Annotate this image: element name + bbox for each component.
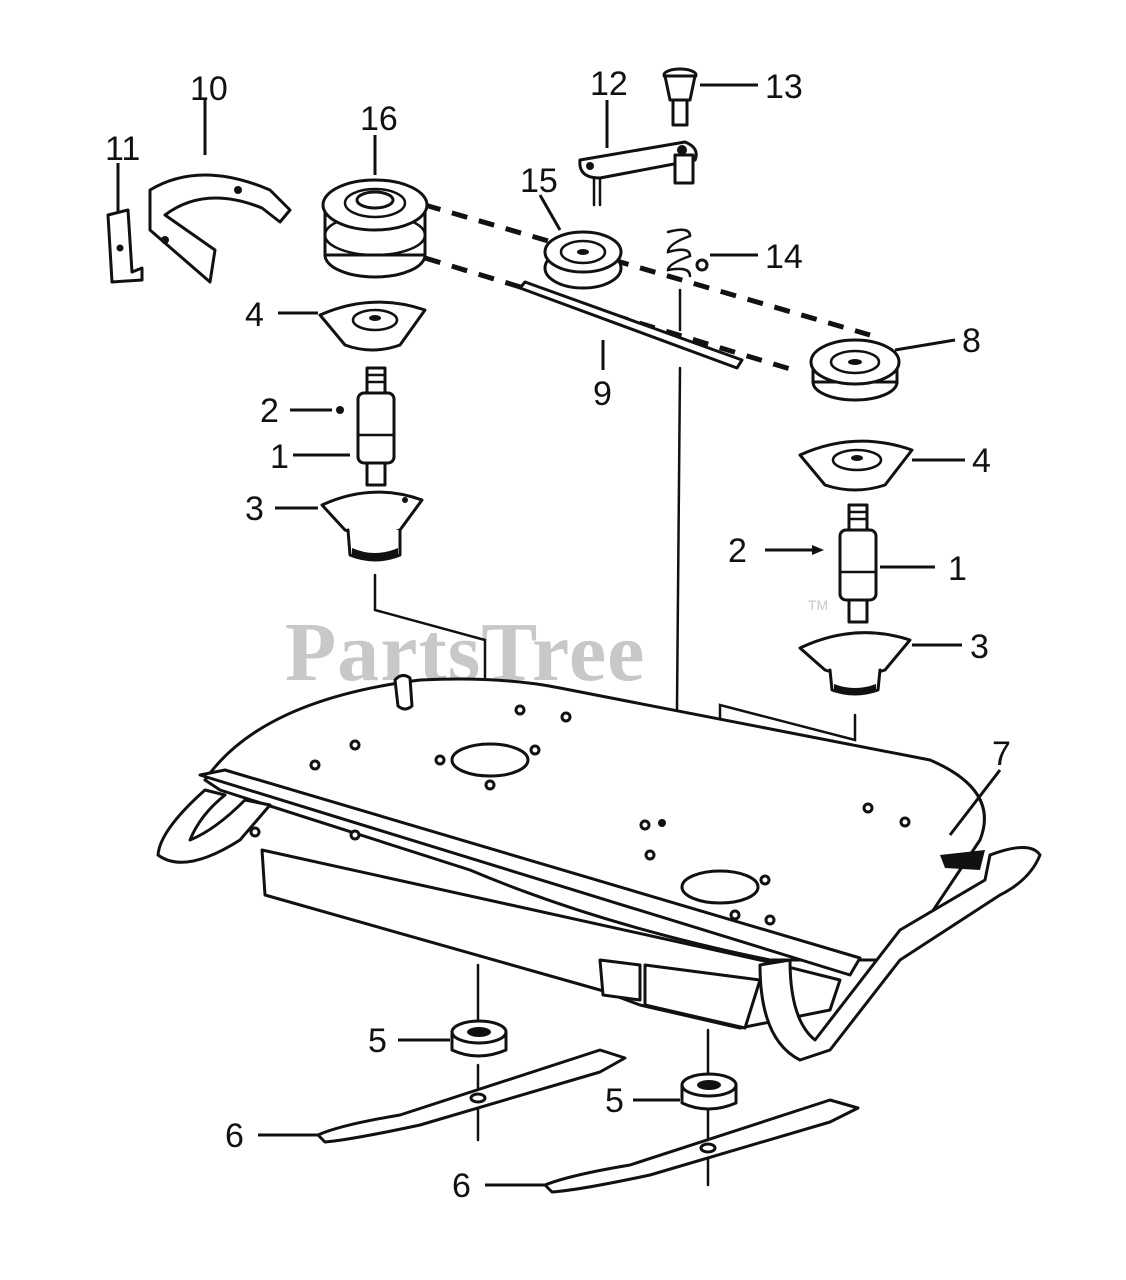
callout-labels: 10 11 16 12 13 15 14 9 8 4 4 2 2 1 1 3 3…: [105, 65, 1011, 1205]
part-15-idler-pulley: [543, 230, 623, 290]
callout-6-left: 6: [225, 1117, 244, 1155]
part-12-idler-arm: [578, 140, 698, 207]
part-5-blade-adapter-left: [450, 1019, 508, 1058]
callout-2-left: 2: [260, 392, 279, 430]
part-6-blade-left: [316, 1048, 627, 1144]
callout-11: 11: [105, 130, 140, 168]
drive-belt-path: [424, 202, 871, 375]
callout-7: 7: [992, 735, 1011, 773]
part-13-bolt: [662, 67, 698, 127]
callout-1-left: 1: [270, 438, 289, 476]
part-4-bearing-housing-right: [798, 439, 914, 492]
callout-8: 8: [962, 322, 981, 360]
part-4-bearing-housing-left: [318, 300, 427, 352]
callout-2-right: 2: [728, 532, 747, 570]
callout-1-right: 1: [948, 550, 967, 588]
part-11-clip: [106, 208, 144, 284]
part-3-bearing-housing-left: [320, 490, 424, 562]
callout-3-left: 3: [245, 490, 264, 528]
part-1-spindle-right: [812, 503, 878, 624]
part-14-spring: [666, 228, 709, 278]
part-10-belt-guard: [148, 173, 292, 284]
callout-16: 16: [360, 100, 398, 138]
callout-10: 10: [190, 70, 228, 108]
watermark-trademark: TM: [808, 597, 828, 613]
callout-5-right: 5: [605, 1082, 624, 1120]
part-1-spindle-left: [336, 366, 396, 487]
part-9-belt-guide: [518, 280, 744, 370]
part-7-mower-deck: [156, 673, 1042, 1062]
callout-9: 9: [593, 375, 612, 413]
watermark: PartsTree TM: [285, 597, 828, 699]
callout-4-right: 4: [972, 442, 991, 480]
callout-12: 12: [590, 65, 628, 103]
callout-6-right: 6: [452, 1167, 471, 1205]
callout-4-left: 4: [245, 296, 264, 334]
callout-leaders: [116, 83, 1002, 1187]
part-16-drive-pulley: [321, 178, 429, 279]
part-3-bearing-housing-right: [798, 631, 912, 696]
callout-14: 14: [765, 238, 803, 276]
part-8-pulley: [809, 338, 901, 402]
callout-15: 15: [520, 162, 558, 200]
callout-3-right: 3: [970, 628, 989, 666]
part-5-blade-adapter-right: [680, 1072, 738, 1111]
callout-13: 13: [765, 68, 803, 106]
callout-5-left: 5: [368, 1022, 387, 1060]
part-6-blade-right: [543, 1098, 860, 1194]
